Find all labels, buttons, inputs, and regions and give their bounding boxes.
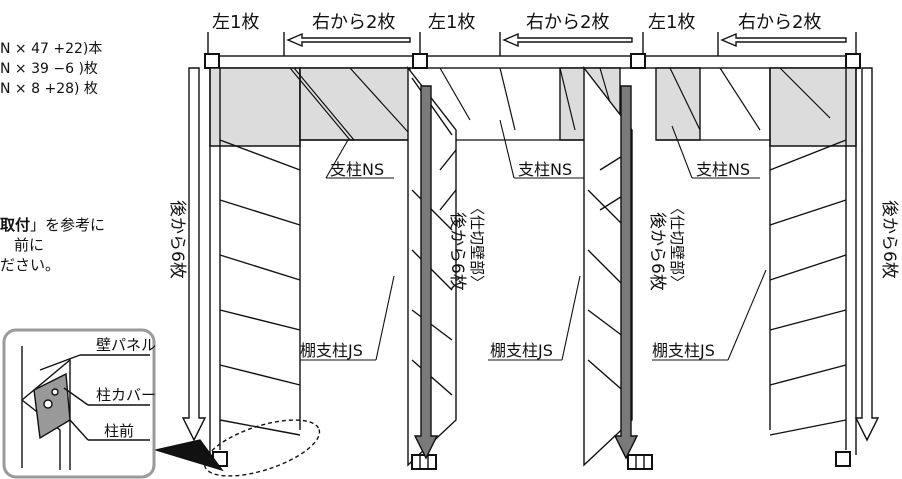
side-label-left: 後から6枚 [167,200,187,279]
top-dimension-arrows [207,32,857,56]
top-beam [204,53,861,69]
instruction-line-2: 前に [14,236,45,254]
callout-lines [300,119,767,361]
top-label-right-2b: 右から2枚 [526,12,609,33]
instruction-bold: 取付 [0,216,31,234]
callout-shelf-post-js-3: 棚支柱JS [652,341,715,360]
detail-post-cover: 柱カバー [96,386,156,404]
callout-post-ns-2: 支柱NS [518,160,572,179]
shaded-panels [209,67,857,147]
partition-wall-1 [407,65,457,470]
left-vertical-arrow [181,67,207,442]
callout-post-ns-1: 支柱NS [330,160,384,179]
detail-ellipse [203,419,321,477]
partition-1-label-sub: 〈仕切壁部〉 [468,200,486,290]
right-wall [769,68,857,467]
partition-1-label-main: 後から6枚 [447,212,467,291]
detail-inset [2,328,156,479]
partition-2-label-main: 後から6枚 [647,212,667,291]
callout-shelf-post-js-2: 棚支柱JS [490,341,553,360]
formula-line-2: N × 39 −6 )枚 [0,61,98,77]
formula-line-3: N × 8 +28) 枚 [0,81,98,97]
detail-post-front: 柱前 [104,422,134,440]
callout-post-ns-3: 支柱NS [696,160,750,179]
partition-2-arrow [613,85,639,460]
top-label-left-1: 左1枚 [212,12,259,33]
partition-1-arrow [413,85,439,460]
left-wall [209,68,301,467]
formula-line-1: N × 47 +22)本 [0,41,103,57]
partition-2-label-sub: 〈仕切壁部〉 [668,200,686,290]
top-label-right-2: 右から2枚 [312,12,395,33]
instruction-line-1: 取付」を参考に [0,216,105,234]
instruction-line-3: ださい。 [0,256,61,274]
top-label-right-2c: 右から2枚 [738,12,821,33]
top-label-left-1b: 左1枚 [428,12,475,33]
callout-shelf-post-js-1: 棚支柱JS [300,341,363,360]
side-label-right: 後から6枚 [879,200,899,279]
top-label-left-1c: 左1枚 [648,12,695,33]
detail-wall-panel: 壁パネル [96,336,156,354]
detail-pointer [153,439,224,472]
partition-wall-2 [583,65,653,470]
right-vertical-arrow [854,67,880,442]
instruction-line-1-rest: 」を参考に [30,216,106,234]
